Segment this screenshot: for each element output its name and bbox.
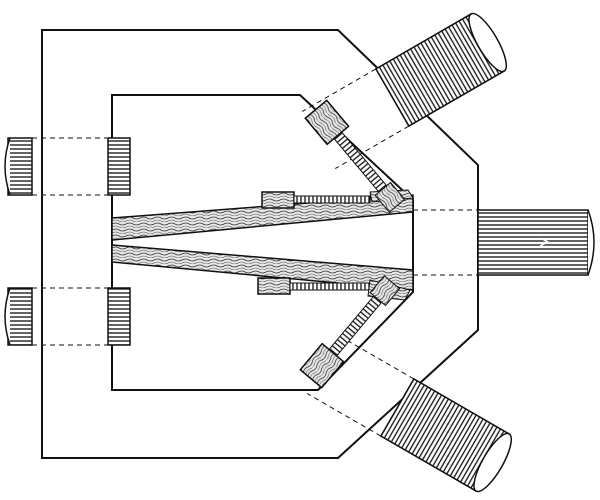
top-right-pipe [302,12,508,170]
left-bottom-pipe [4,287,131,346]
inner-opening [111,94,414,391]
right-pipe [413,209,595,276]
arrow-icon [539,237,550,247]
lower-clamp [257,275,411,389]
lower-wood-wedge [111,244,414,291]
left-top-pipe [4,137,131,196]
upper-clamp [261,99,414,213]
bottom-right-pipe [307,335,513,493]
